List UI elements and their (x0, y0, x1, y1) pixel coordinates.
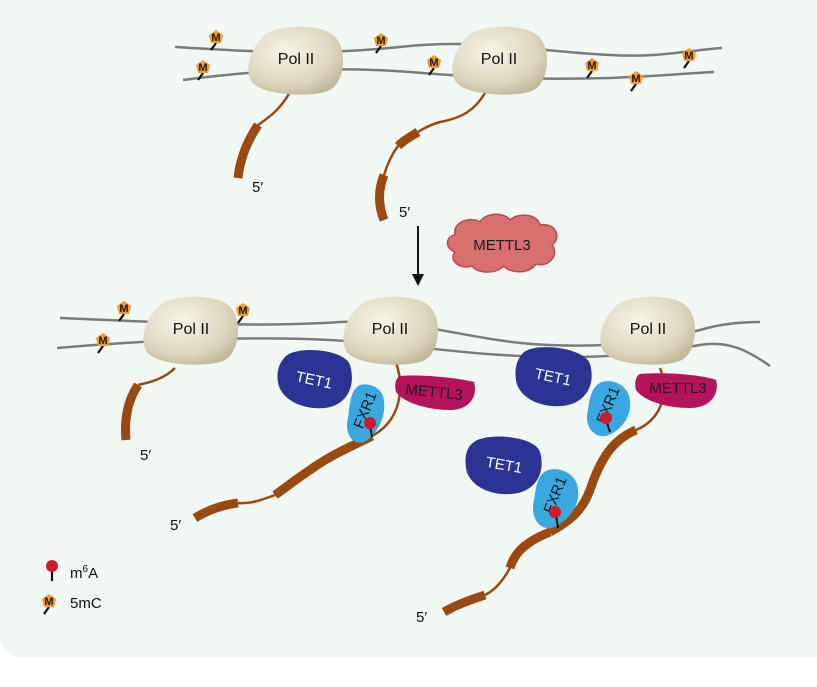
down-arrow (412, 226, 424, 286)
five-prime-label: 5′ (170, 517, 181, 534)
svg-text:M: M (631, 73, 640, 85)
five-prime-label: 5′ (252, 179, 263, 196)
pol2-bottom-3: Pol II (600, 296, 696, 365)
legend-5mc-label: 5mC (70, 595, 102, 612)
svg-text:M: M (238, 305, 247, 317)
mettl3-bound-1: METTL3 (395, 375, 475, 410)
mettl3-label: METTL3 (473, 237, 531, 254)
m6a-mark-3 (549, 506, 561, 529)
pol2-label: Pol II (630, 321, 666, 338)
legend: m6A M 5mC (40, 560, 102, 616)
mettl3-label: METTL3 (649, 380, 707, 397)
svg-text:M: M (44, 596, 53, 608)
fxr1-3: FXR1 (532, 469, 579, 529)
pol2-bottom-2: Pol II (343, 296, 439, 365)
pol2-top-1: Pol II (248, 26, 344, 95)
fxr1-1: FXR1 (346, 384, 385, 443)
m6a-mark-1 (364, 417, 376, 438)
svg-text:M: M (98, 335, 107, 347)
pol2-label: Pol II (278, 51, 314, 68)
svg-text:M: M (684, 50, 693, 62)
top-rna-2 (375, 92, 487, 222)
svg-text:M: M (119, 303, 128, 315)
svg-text:M: M (376, 35, 385, 47)
five-mc-marks-bottom: M M M (94, 299, 252, 355)
five-prime-label: 5′ (416, 609, 427, 626)
five-prime-label: 5′ (399, 204, 410, 221)
five-mc-marks-top: M M M M M M M (194, 28, 698, 93)
legend-m6a-label: m6A (70, 564, 98, 582)
pol2-label: Pol II (173, 321, 209, 338)
tet1-complex-3: TET1 (465, 436, 542, 495)
bottom-rna-1 (121, 367, 176, 441)
top-rna-1 (233, 91, 292, 179)
m6a-mark-2 (600, 412, 612, 433)
mettl3-bound-2: METTL3 (635, 373, 717, 408)
svg-text:M: M (587, 60, 596, 72)
pol2-bottom-1: Pol II (143, 296, 239, 365)
pol2-label: Pol II (481, 51, 517, 68)
tet1-complex-2: TET1 (515, 347, 592, 407)
svg-text:M: M (429, 57, 438, 69)
svg-text:M: M (211, 32, 220, 44)
legend-5mc-icon: M (40, 592, 58, 616)
five-prime-label: 5′ (140, 447, 151, 464)
pol2-label: Pol II (372, 321, 408, 338)
pol2-top-2: Pol II (452, 26, 548, 95)
mettl3-label: METTL3 (405, 381, 464, 404)
tet1-label: TET1 (484, 454, 523, 477)
svg-text:M: M (198, 62, 207, 74)
bottom-rna-3 (441, 367, 666, 616)
mettl3-cloud: METTL3 (446, 213, 558, 273)
tet1-complex-1: TET1 (277, 350, 352, 409)
bottom-rna-2 (192, 359, 402, 522)
legend-m6a-icon (46, 560, 58, 581)
